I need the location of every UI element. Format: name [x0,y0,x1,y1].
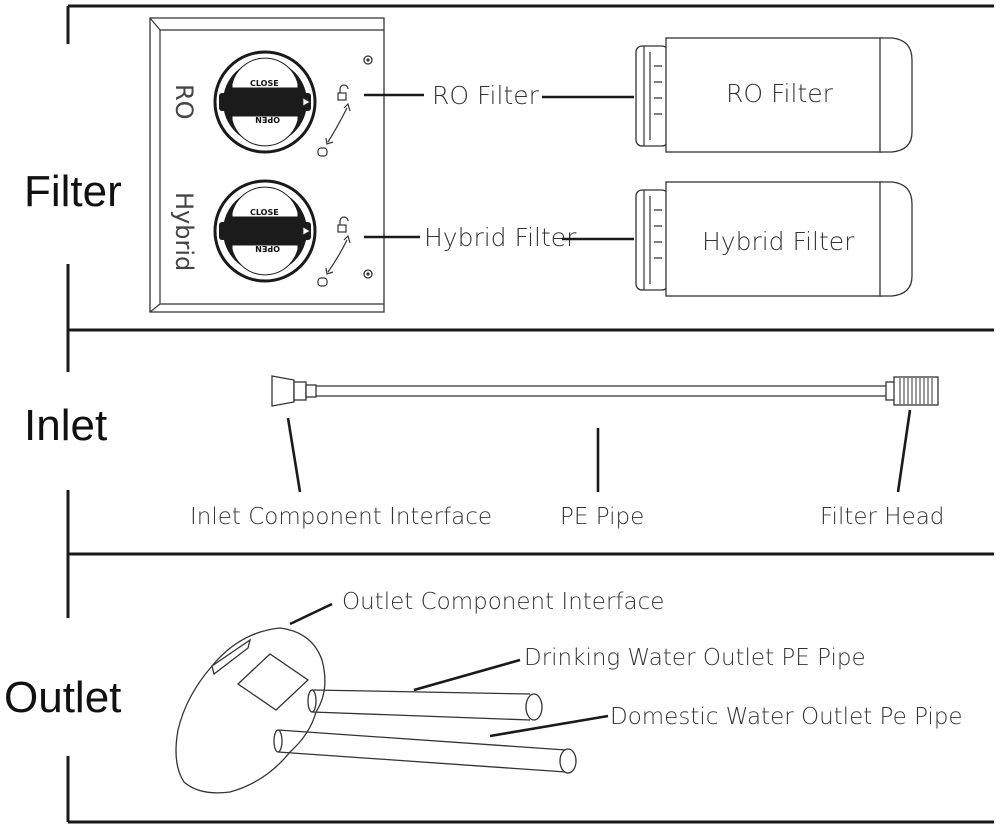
filter-head-label: Filter Head [820,504,944,530]
section-frames [66,4,994,824]
hybrid-filter-cartridge: Hybrid Filter [635,181,913,297]
pe-pipe-label: PE Pipe [560,504,644,530]
rotate-arrow-icon [327,239,348,273]
ro-knob-close-label: CLOSE [250,79,279,88]
hybrid-filter-callout: Hybrid Filter [424,223,577,252]
section-title-filter: Filter [24,167,122,216]
lock-icon [317,147,328,157]
unlock-icon [337,84,349,101]
hybrid-knob-open-label: OPEN [255,244,280,253]
section-title-outlet: Outlet [4,673,121,722]
filter-control-panel: RO Hybrid CLOSE OPEN CLOSE OPEN [149,17,385,313]
drinking-water-pipe-label: Drinking Water Outlet PE Pipe [524,645,866,671]
inlet-component-interface-label: Inlet Component Interface [190,504,492,530]
ro-knob-open-label: OPEN [255,115,280,124]
panel-label-hybrid: Hybrid [170,192,198,271]
section-title-inlet: Inlet [24,401,107,450]
panel-label-ro: RO [170,84,198,120]
ro-filter-callout: RO Filter [432,81,540,110]
hybrid-knob-close-label: CLOSE [250,208,279,217]
ro-valve-knob[interactable]: CLOSE OPEN [213,50,317,154]
outlet-assembly [175,627,577,794]
unlock-icon [337,216,349,233]
ro-filter-cartridge: RO Filter [635,37,913,153]
outlet-component-interface-label: Outlet Component Interface [342,589,664,615]
hybrid-cartridge-label: Hybrid Filter [702,227,855,256]
domestic-water-pipe-label: Domestic Water Outlet Pe Pipe [610,704,963,730]
hybrid-valve-knob[interactable]: CLOSE OPEN [213,179,317,283]
ro-cartridge-label: RO Filter [726,79,834,108]
rotate-arrow-icon [327,107,348,143]
lock-icon [317,277,328,287]
inlet-assembly [271,375,939,407]
